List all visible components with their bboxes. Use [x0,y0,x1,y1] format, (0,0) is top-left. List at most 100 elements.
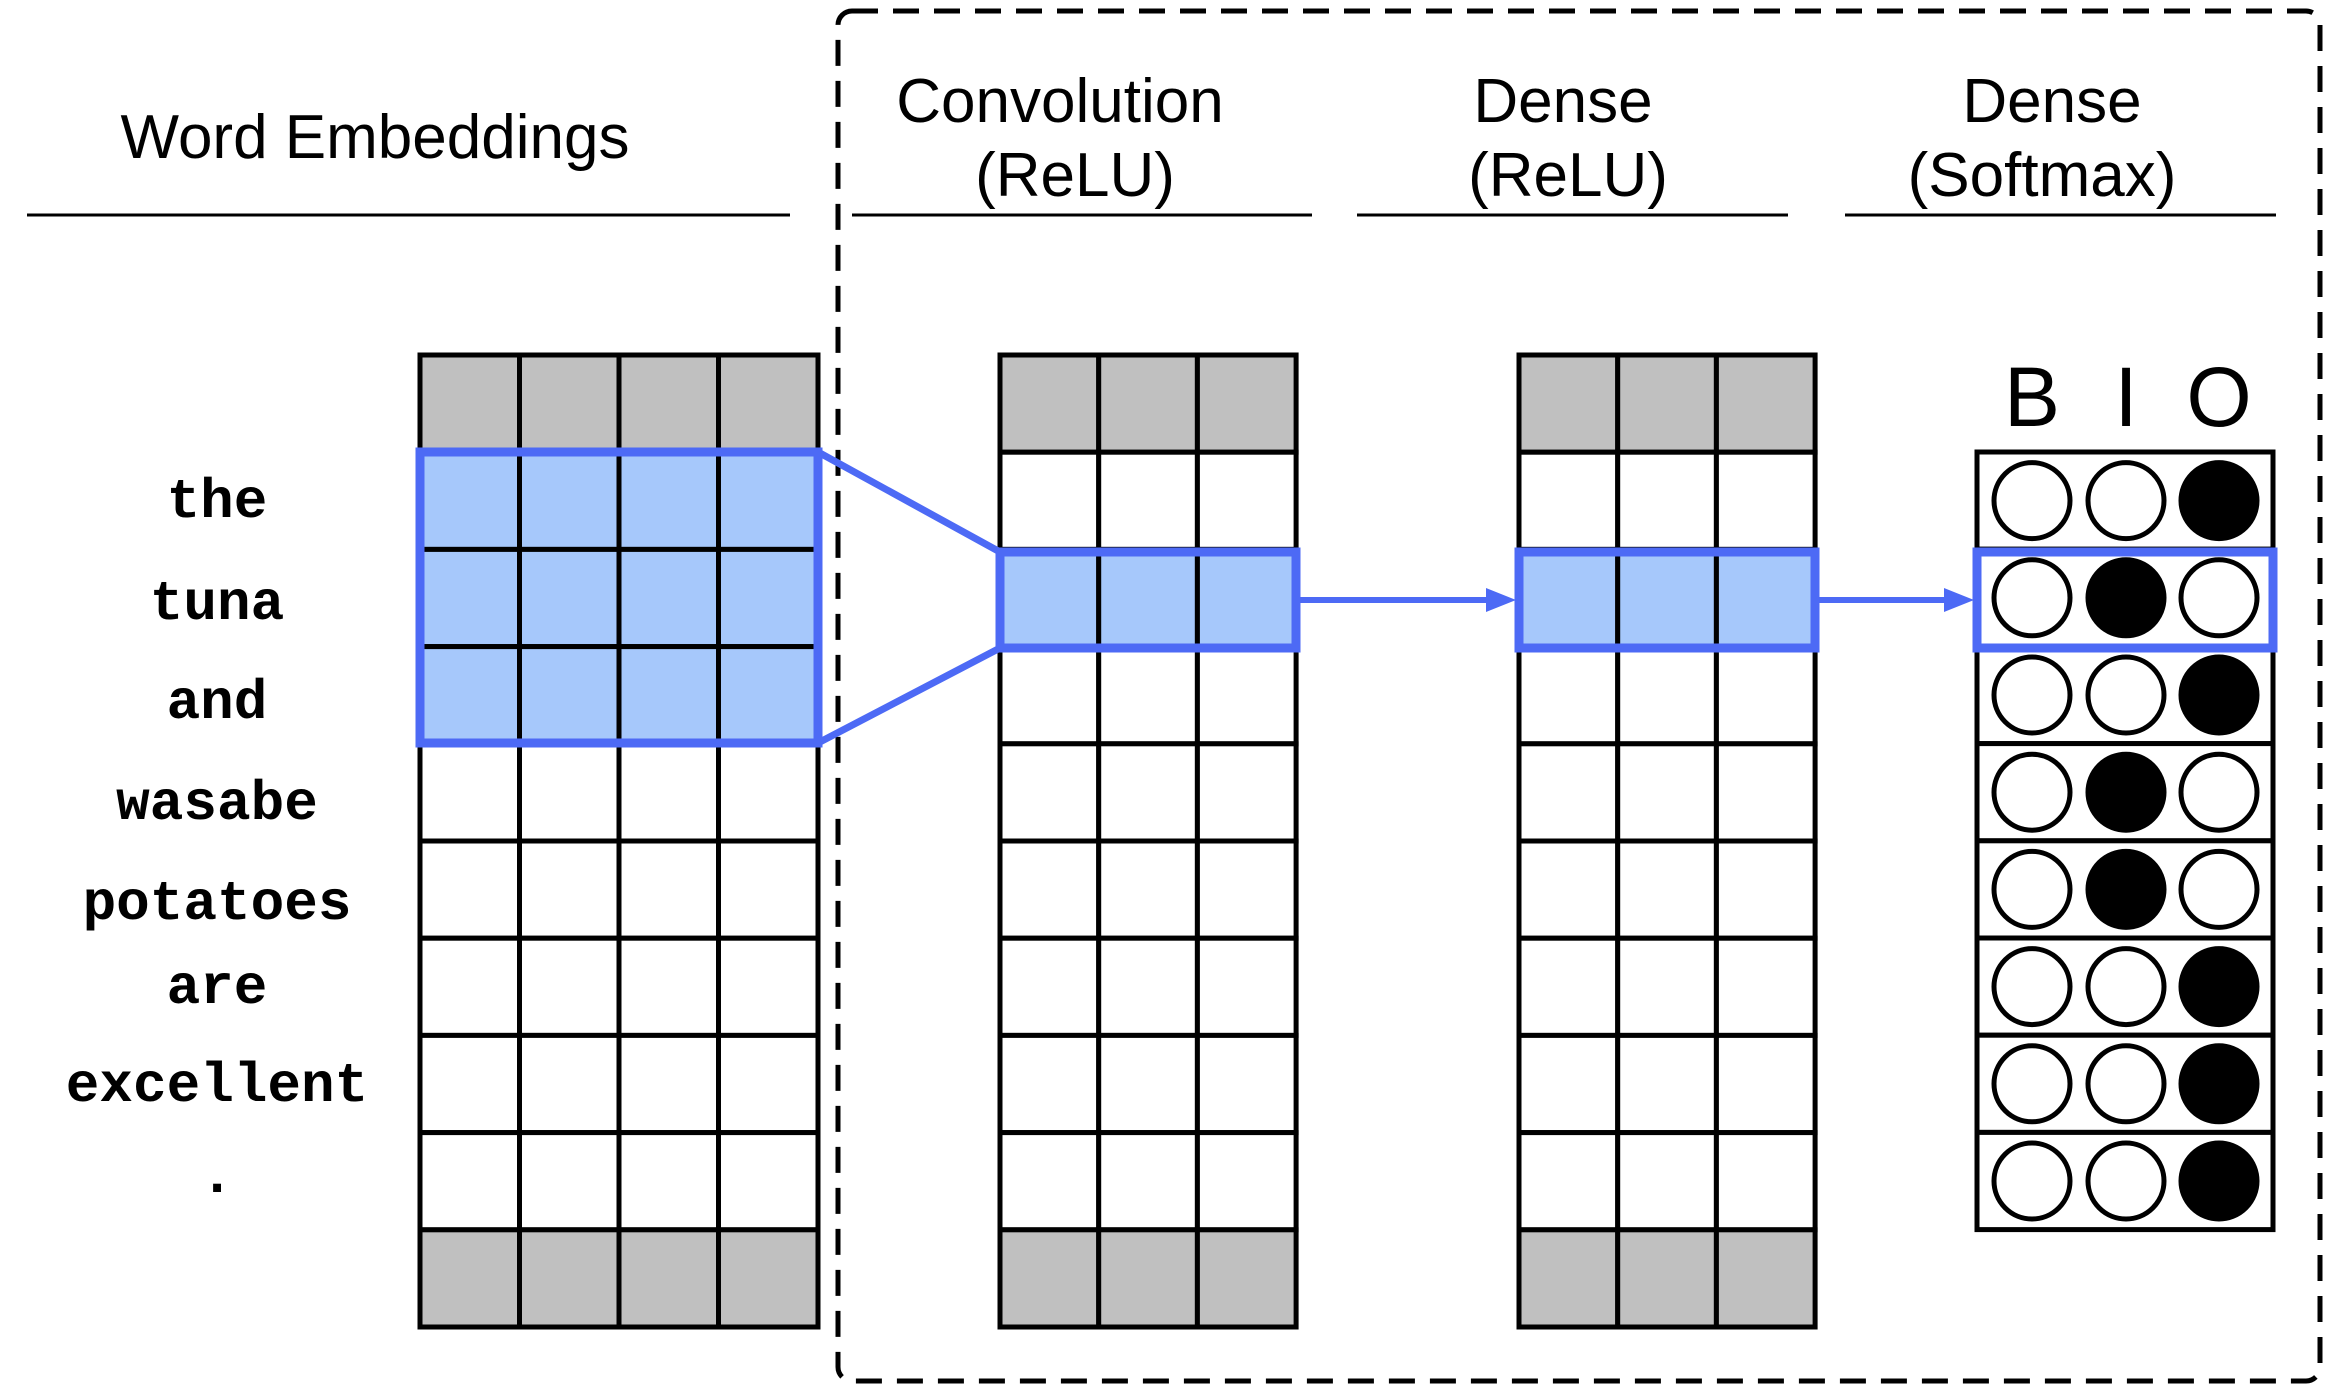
padding-cell [1194,352,1299,455]
matrix-cell [417,1130,522,1233]
matrix-cell [716,741,821,844]
padding-cell [1516,1227,1621,1330]
header-dense-softmax-activation: (Softmax) [1908,141,2177,210]
matrix-cell [716,546,821,650]
padding-cell [517,352,622,455]
word-label: the [167,470,268,534]
embeddings-matrix [417,352,821,1330]
matrix-cell [1713,449,1818,552]
matrix-cell [1516,741,1621,844]
matrix-cell [1713,1130,1818,1233]
padding-cell [1096,1227,1200,1330]
matrix-cell [517,741,622,844]
convolution-window-connector [814,448,1004,747]
matrix-cell [417,1032,522,1136]
label-dot [1991,654,2073,736]
matrix-cell [1194,546,1299,650]
word-label: and [167,671,268,735]
matrix-cell [417,741,522,844]
label-dot [1991,1140,2073,1222]
output-label-i: I [2114,350,2137,444]
word-label: excellent [66,1054,368,1118]
arrow-dense-to-output-head [1944,588,1974,612]
matrix-cell [1615,449,1719,552]
matrix-cell [1194,935,1299,1038]
matrix-cell [997,838,1102,941]
output-row-highlight [1972,547,2278,653]
matrix-cell [1615,644,1719,747]
padding-cell [616,1227,721,1330]
matrix-cell [1713,1032,1818,1136]
padding-cell [1615,1227,1719,1330]
label-dot [2085,1140,2167,1222]
word-label: are [167,956,268,1020]
matrix-cell [616,935,721,1038]
padding-cell [997,1227,1102,1330]
matrix-cell [417,935,522,1038]
arrow-conv-to-dense-head [1486,588,1516,612]
matrix-cell [1615,1032,1719,1136]
padding-cell [1713,1227,1818,1330]
padding-cell [1096,352,1200,455]
matrix-cell [997,935,1102,1038]
matrix-cell [1194,449,1299,552]
matrix-cell [716,449,821,552]
matrix-cell [997,1032,1102,1136]
matrix-cell [1516,838,1621,941]
matrix-cell [997,644,1102,747]
matrix-cell [616,838,721,941]
predicted-label-dot [2178,460,2260,542]
matrix-cell [716,935,821,1038]
matrix-cell [997,741,1102,844]
matrix-cell [1516,935,1621,1038]
embedding-window-highlight [415,447,823,748]
network-dashed-box [835,8,2323,1384]
matrix-cell [1096,449,1200,552]
matrix-cell [1516,1032,1621,1136]
word-label: potatoes [83,872,352,936]
matrix-cell [517,644,622,747]
padding-cell [1516,352,1621,455]
matrix-cell [1615,838,1719,941]
softmax-output-matrix [1974,449,2276,1233]
matrix-cell [1194,741,1299,844]
matrix-cell [517,1130,622,1233]
conv-row-highlight [995,547,1301,653]
matrix-cell [1096,644,1200,747]
padding-cell [517,1227,622,1330]
label-dot [2085,460,2167,542]
matrix-cell [716,644,821,747]
matrix-cell [997,449,1102,552]
matrix-cell [716,838,821,941]
matrix-cell [417,449,522,552]
header-dense-relu-activation: (ReLU) [1468,141,1668,210]
dense-relu-matrix [1516,352,1818,1330]
matrix-cell [1194,1130,1299,1233]
predicted-label-dot [2085,751,2167,833]
predicted-label-dot [2178,654,2260,736]
matrix-cell [1615,935,1719,1038]
padding-cell [616,352,721,455]
matrix-cell [1096,1032,1200,1136]
padding-cell [417,1227,522,1330]
matrix-cell [1194,838,1299,941]
word-label: tuna [150,572,284,636]
label-dot [1991,460,2073,542]
label-dot [2085,946,2167,1028]
matrix-cell [1713,838,1818,941]
matrix-cell [517,838,622,941]
label-dot [2085,1043,2167,1125]
label-dot [2178,557,2260,639]
predicted-label-dot [2178,946,2260,1028]
matrix-cell [1615,546,1719,650]
predicted-label-dot [2178,1140,2260,1222]
matrix-cell [517,1032,622,1136]
matrix-cell [1194,644,1299,747]
matrix-cell [1713,935,1818,1038]
label-dot [2085,654,2167,736]
matrix-cell [417,644,522,747]
padding-cell [1713,352,1818,455]
predicted-label-dot [2178,1043,2260,1125]
output-label-o: O [2186,350,2251,444]
